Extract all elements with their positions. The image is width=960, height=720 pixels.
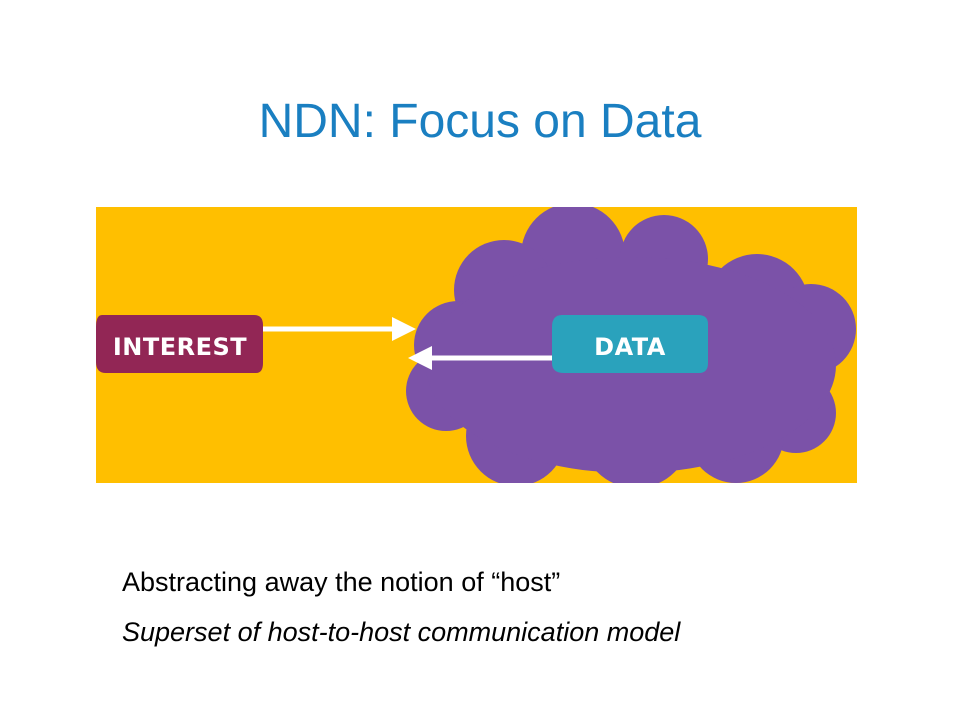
interest-arrow — [256, 317, 416, 341]
diagram-canvas: INTEREST DATA — [96, 207, 857, 483]
interest-packet: INTEREST — [96, 315, 263, 373]
data-packet: DATA — [552, 315, 708, 373]
caption-abstraction: Abstracting away the notion of “host” — [122, 567, 561, 597]
slide-title: NDN: Focus on Data — [258, 95, 702, 148]
data-arrow — [408, 346, 554, 370]
data-label: DATA — [594, 333, 666, 361]
caption-superset: Superset of host-to-host communication m… — [122, 617, 681, 647]
interest-label: INTEREST — [113, 333, 247, 361]
interest-data-diagram: INTEREST DATA — [96, 207, 857, 483]
